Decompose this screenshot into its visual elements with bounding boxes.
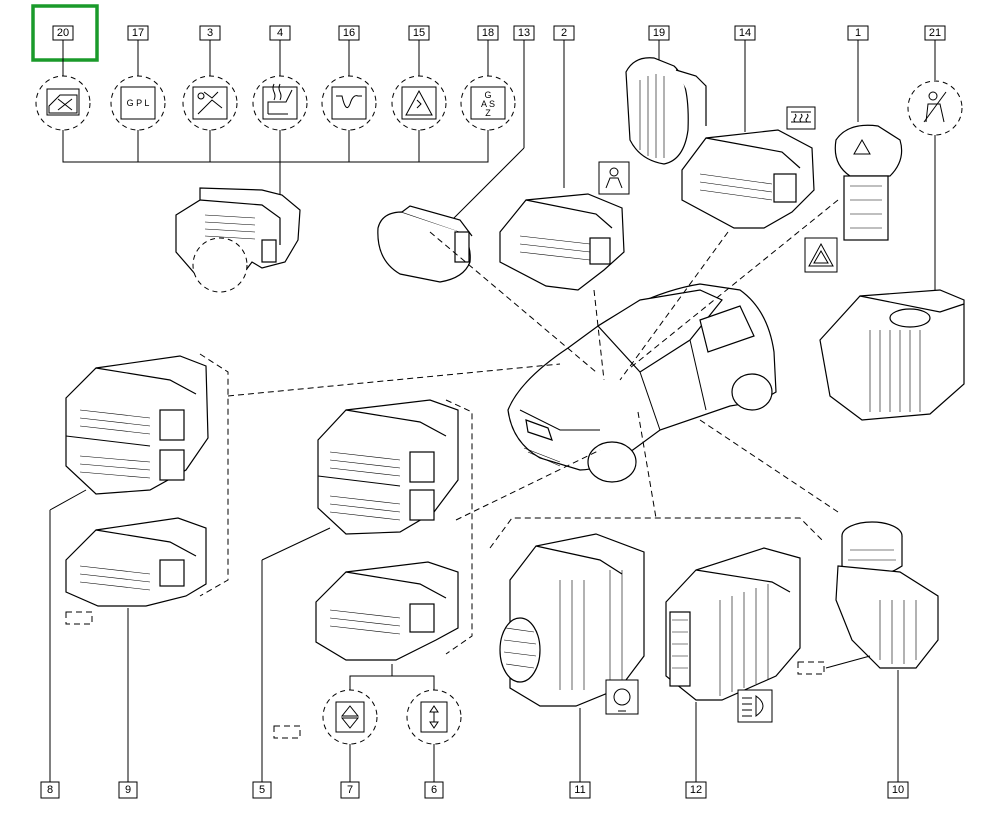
window-updown-icon [335,701,365,733]
gpl-icon: G P L [120,86,156,120]
callout-21[interactable]: 21 [924,25,946,41]
side-cover-part[interactable] [625,57,707,165]
callout-12-label: 12 [690,784,702,796]
airbag-off-icon [923,91,947,123]
callout-5[interactable]: 5 [252,781,272,799]
callout-3[interactable]: 3 [199,25,221,41]
callout-18-label: 18 [482,27,494,39]
rear-demister-switch-part[interactable] [681,129,815,229]
seat-adjust-icon [192,86,228,120]
callout-6[interactable]: 6 [424,781,444,799]
top-icon-row: 20 17 G P L 3 [31,4,516,195]
callout-16-label: 16 [343,27,355,39]
callout-20-highlight [31,4,99,62]
callout-7[interactable]: 7 [340,781,360,799]
headlight-icon [605,679,639,715]
gas-icon-line-1: G [484,90,491,100]
window-auto-icon [420,701,448,733]
car-illustration [507,283,777,483]
callout-11[interactable]: 11 [569,781,591,799]
callout-1[interactable]: 1 [847,25,869,41]
callout-10-label: 10 [892,784,904,796]
headlight-height-part[interactable] [665,547,801,701]
callout-9-label: 9 [125,784,131,796]
blank-cover-part[interactable] [377,205,473,283]
single-window-switch-left-part[interactable] [65,517,207,607]
gas-icon-line-3: Z [485,108,491,118]
connector-placeholder-9 [65,611,93,625]
callout-1-label: 1 [855,27,861,39]
callout-18[interactable]: 18 [477,25,499,41]
airbag-off-icon-circle [907,80,963,136]
callout-16[interactable]: 16 [338,25,360,41]
callout-2[interactable]: 2 [553,25,575,41]
single-switch-part[interactable] [175,187,301,293]
rear-wiper-icon [46,88,80,116]
single-switch-detail-circle [192,237,248,293]
rear-demister-icon [786,106,816,130]
callout-8-label: 8 [47,784,53,796]
callout-19-label: 19 [653,27,665,39]
callout-14[interactable]: 14 [734,25,756,41]
gas-icon-line-2: A S [481,99,495,109]
headlight-dimmer-part[interactable] [499,533,645,707]
callout-17-label: 17 [132,27,144,39]
callout-9[interactable]: 9 [118,781,138,799]
callout-6-label: 6 [431,784,437,796]
connector-placeholder-7 [273,725,301,739]
headlight-height-icon [737,689,773,723]
gpl-icon-label: G P L [127,98,150,108]
child-lock-switch-part[interactable] [499,193,625,291]
callout-10[interactable]: 10 [887,781,909,799]
callout-21-label: 21 [929,27,941,39]
callout-15-label: 15 [413,27,425,39]
callout-15[interactable]: 15 [408,25,430,41]
callout-4-label: 4 [277,27,283,39]
double-window-switch-part[interactable] [65,355,209,495]
callout-5-label: 5 [259,784,265,796]
callout-8[interactable]: 8 [40,781,60,799]
callout-19[interactable]: 19 [648,25,670,41]
callout-14-label: 14 [739,27,751,39]
callout-11-label: 11 [574,784,585,796]
suspension-icon [331,86,367,120]
callout-13-label: 13 [518,27,530,39]
gas-icon: G A S Z [470,86,506,120]
airbag-switch-part[interactable] [819,289,965,421]
warning-triangle-icon [401,86,437,120]
heated-seat-icon [262,83,298,120]
callout-12[interactable]: 12 [685,781,707,799]
callout-3-label: 3 [207,27,213,39]
window-switch-group-center [261,399,473,782]
mirror-control-part[interactable] [835,521,939,669]
callout-20-label: 20 [57,27,69,39]
callout-17[interactable]: 17 [127,25,149,41]
single-window-switch-center-part[interactable] [315,561,459,661]
callout-2-label: 2 [561,27,567,39]
callout-13[interactable]: 13 [513,25,535,41]
double-window-switch-center-part[interactable] [317,399,459,535]
child-lock-icon [598,161,630,195]
connector-placeholder-10 [797,661,825,675]
window-switch-group-left [49,353,229,782]
guide-lines [227,199,839,549]
callout-7-label: 7 [347,784,353,796]
callout-20[interactable]: 20 [31,4,99,62]
hazard-warning-icon [804,237,838,273]
callout-4[interactable]: 4 [269,25,291,41]
hazard-switch-part[interactable] [834,124,903,241]
